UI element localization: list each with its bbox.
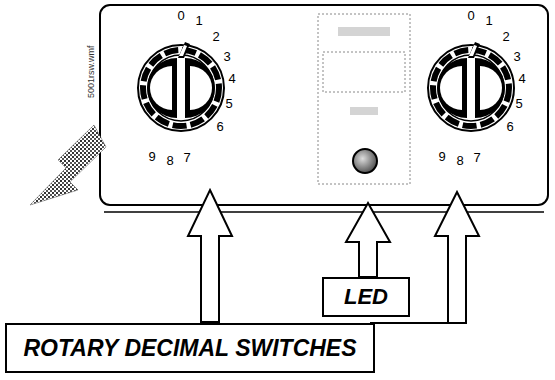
callout-box: LED — [322, 277, 410, 317]
dial-number: 5 — [225, 97, 232, 110]
dial-number: 7 — [473, 151, 480, 164]
dial-number: 2 — [212, 30, 219, 43]
callout-box: ROTARY DECIMAL SWITCHES — [5, 323, 375, 373]
led — [353, 149, 377, 173]
dial-number: 4 — [228, 72, 235, 85]
dial-number: 6 — [506, 120, 513, 133]
callout-line — [370, 322, 466, 324]
dial-number: 5 — [515, 97, 522, 110]
dial-number: 9 — [438, 150, 445, 163]
housing-edge — [104, 211, 544, 213]
housing — [100, 5, 548, 205]
blurred-text — [338, 27, 390, 36]
dial-number: 7 — [183, 151, 190, 164]
pointer-arrow — [435, 192, 479, 323]
label-window — [323, 52, 405, 92]
hatched-arrow — [30, 125, 106, 205]
dial-number: 6 — [216, 120, 223, 133]
callout-text: ROTARY DECIMAL SWITCHES — [23, 335, 356, 362]
dial-number: 0 — [177, 9, 184, 22]
dial-number: 9 — [148, 150, 155, 163]
dial-number: 1 — [485, 14, 492, 27]
dial-number: 8 — [166, 154, 173, 167]
pointer-arrow — [346, 203, 390, 277]
rotary-switch — [138, 42, 224, 131]
dial-number: 2 — [502, 30, 509, 43]
callout-text: LED — [344, 284, 388, 310]
rotary-switch — [428, 42, 514, 131]
dial-number: 8 — [456, 154, 463, 167]
dial-number: 3 — [223, 50, 230, 63]
pointer-arrow — [188, 190, 232, 322]
label-window — [318, 14, 410, 184]
blurred-text — [350, 107, 378, 115]
dial-number: 1 — [195, 14, 202, 27]
dial-number: 0 — [467, 9, 474, 22]
dial-number: 3 — [513, 50, 520, 63]
dial-number: 4 — [518, 72, 525, 85]
file-name: 5001rsw.wmf — [87, 45, 96, 98]
